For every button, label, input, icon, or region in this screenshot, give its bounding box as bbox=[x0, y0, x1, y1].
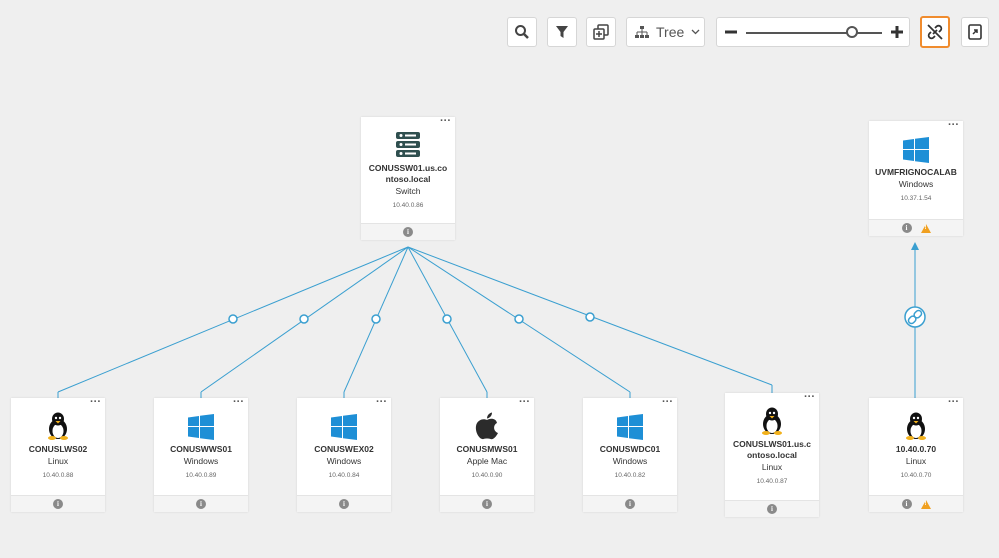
device-name: 10.40.0.70 bbox=[895, 444, 937, 454]
link-node bbox=[585, 312, 595, 322]
device-name: CONUSLWS01.us.contoso.local bbox=[733, 439, 811, 460]
unlink-icon bbox=[927, 24, 943, 40]
zoom-control bbox=[716, 17, 910, 47]
info-icon[interactable]: i bbox=[339, 499, 349, 509]
chevron-down-icon bbox=[691, 29, 700, 35]
zoom-slider-track[interactable] bbox=[746, 32, 882, 34]
more-options-icon[interactable]: ··· bbox=[948, 119, 959, 131]
add-layer-icon bbox=[593, 24, 609, 40]
chain-link-icon bbox=[904, 306, 926, 328]
device-card-switch[interactable]: ··· CONUSSW01.us.contoso.local Switch 10… bbox=[361, 115, 455, 240]
device-ip: 10.40.0.89 bbox=[185, 472, 217, 479]
device-name: CONUSWDC01 bbox=[599, 444, 661, 454]
device-type: Windows bbox=[612, 456, 648, 466]
hierarchy-icon bbox=[635, 25, 649, 38]
zoom-in-icon[interactable] bbox=[891, 26, 903, 38]
layout-dropdown[interactable]: Tree bbox=[626, 17, 705, 47]
unlink-button[interactable] bbox=[920, 16, 950, 48]
device-name: CONUSSW01.us.contoso.local bbox=[368, 163, 448, 184]
more-options-icon[interactable]: ··· bbox=[948, 396, 959, 408]
more-options-icon[interactable]: ··· bbox=[440, 115, 451, 127]
device-type: Linux bbox=[47, 456, 69, 466]
info-icon[interactable]: i bbox=[196, 499, 206, 509]
info-icon[interactable]: i bbox=[53, 499, 63, 509]
device-type: Windows bbox=[183, 456, 219, 466]
linux-icon bbox=[762, 407, 782, 435]
device-name: CONUSMWS01 bbox=[456, 444, 518, 454]
search-icon bbox=[515, 25, 529, 39]
info-icon[interactable]: i bbox=[403, 227, 413, 237]
device-ip: 10.40.0.90 bbox=[471, 472, 503, 479]
device-ip: 10.40.0.87 bbox=[756, 478, 788, 485]
info-icon[interactable]: i bbox=[625, 499, 635, 509]
more-options-icon[interactable]: ··· bbox=[804, 391, 815, 403]
device-name: CONUSLWS02 bbox=[28, 444, 88, 454]
windows-icon bbox=[903, 137, 929, 163]
device-card-conusmws01[interactable]: ··· CONUSMWS01 Apple Mac 10.40.0.90 i bbox=[440, 396, 534, 512]
more-options-icon[interactable]: ··· bbox=[233, 396, 244, 408]
device-type: Apple Mac bbox=[466, 456, 508, 466]
layout-label: Tree bbox=[656, 24, 685, 40]
server-icon bbox=[396, 132, 420, 157]
add-layer-button[interactable] bbox=[586, 17, 616, 47]
device-ip: 10.37.1.54 bbox=[900, 195, 932, 202]
device-card-10-40-0-70[interactable]: ··· 10.40.0.70 Linux 10.40.0.70 i! bbox=[869, 396, 963, 512]
device-name: UVMFRIGNOCALAB bbox=[875, 167, 957, 177]
link-node bbox=[442, 314, 452, 324]
link-node bbox=[299, 314, 309, 324]
info-icon[interactable]: i bbox=[901, 499, 912, 509]
warning-icon[interactable]: ! bbox=[920, 223, 931, 233]
linux-icon bbox=[906, 412, 926, 440]
device-type: Windows bbox=[326, 456, 362, 466]
filter-button[interactable] bbox=[547, 17, 577, 47]
device-type: Switch bbox=[395, 186, 421, 196]
device-card-conuslws02[interactable]: ··· CONUSLWS02 Linux 10.40.0.88 i bbox=[11, 396, 105, 512]
device-name: CONUSWWS01 bbox=[170, 444, 232, 454]
info-icon[interactable]: i bbox=[767, 504, 777, 514]
device-name: CONUSWEX02 bbox=[314, 444, 374, 454]
device-card-conuswex02[interactable]: ··· CONUSWEX02 Windows 10.40.0.84 i bbox=[297, 396, 391, 512]
linux-icon bbox=[48, 412, 68, 440]
info-icon[interactable]: i bbox=[901, 223, 912, 233]
link-node bbox=[371, 314, 381, 324]
windows-icon bbox=[188, 414, 214, 440]
zoom-out-icon[interactable] bbox=[725, 26, 737, 38]
more-options-icon[interactable]: ··· bbox=[662, 396, 673, 408]
info-icon[interactable]: i bbox=[482, 499, 492, 509]
device-ip: 10.40.0.86 bbox=[392, 202, 424, 209]
more-options-icon[interactable]: ··· bbox=[376, 396, 387, 408]
export-button[interactable] bbox=[961, 17, 989, 47]
device-type: Linux bbox=[905, 456, 927, 466]
device-type: Windows bbox=[898, 179, 934, 189]
device-ip: 10.40.0.88 bbox=[42, 472, 74, 479]
device-card-uvmfrignocalab[interactable]: ··· UVMFRIGNOCALAB Windows 10.37.1.54 i! bbox=[869, 119, 963, 236]
search-button[interactable] bbox=[507, 17, 537, 47]
warning-icon[interactable]: ! bbox=[920, 499, 931, 509]
windows-icon bbox=[617, 414, 643, 440]
device-card-conuslws01[interactable]: ··· CONUSLWS01.us.contoso.local Linux 10… bbox=[725, 391, 819, 517]
windows-icon bbox=[331, 414, 357, 440]
export-icon bbox=[968, 24, 982, 40]
link-node bbox=[514, 314, 524, 324]
apple-icon bbox=[475, 412, 498, 440]
zoom-slider-handle[interactable] bbox=[846, 26, 858, 38]
device-type: Linux bbox=[761, 462, 783, 472]
device-card-conuswws01[interactable]: ··· CONUSWWS01 Windows 10.40.0.89 i bbox=[154, 396, 248, 512]
more-options-icon[interactable]: ··· bbox=[519, 396, 530, 408]
device-ip: 10.40.0.70 bbox=[900, 472, 932, 479]
link-node bbox=[228, 314, 238, 324]
device-ip: 10.40.0.82 bbox=[614, 472, 646, 479]
device-ip: 10.40.0.84 bbox=[328, 472, 360, 479]
filter-icon bbox=[556, 26, 568, 38]
more-options-icon[interactable]: ··· bbox=[90, 396, 101, 408]
device-card-conuswdc01[interactable]: ··· CONUSWDC01 Windows 10.40.0.82 i bbox=[583, 396, 677, 512]
